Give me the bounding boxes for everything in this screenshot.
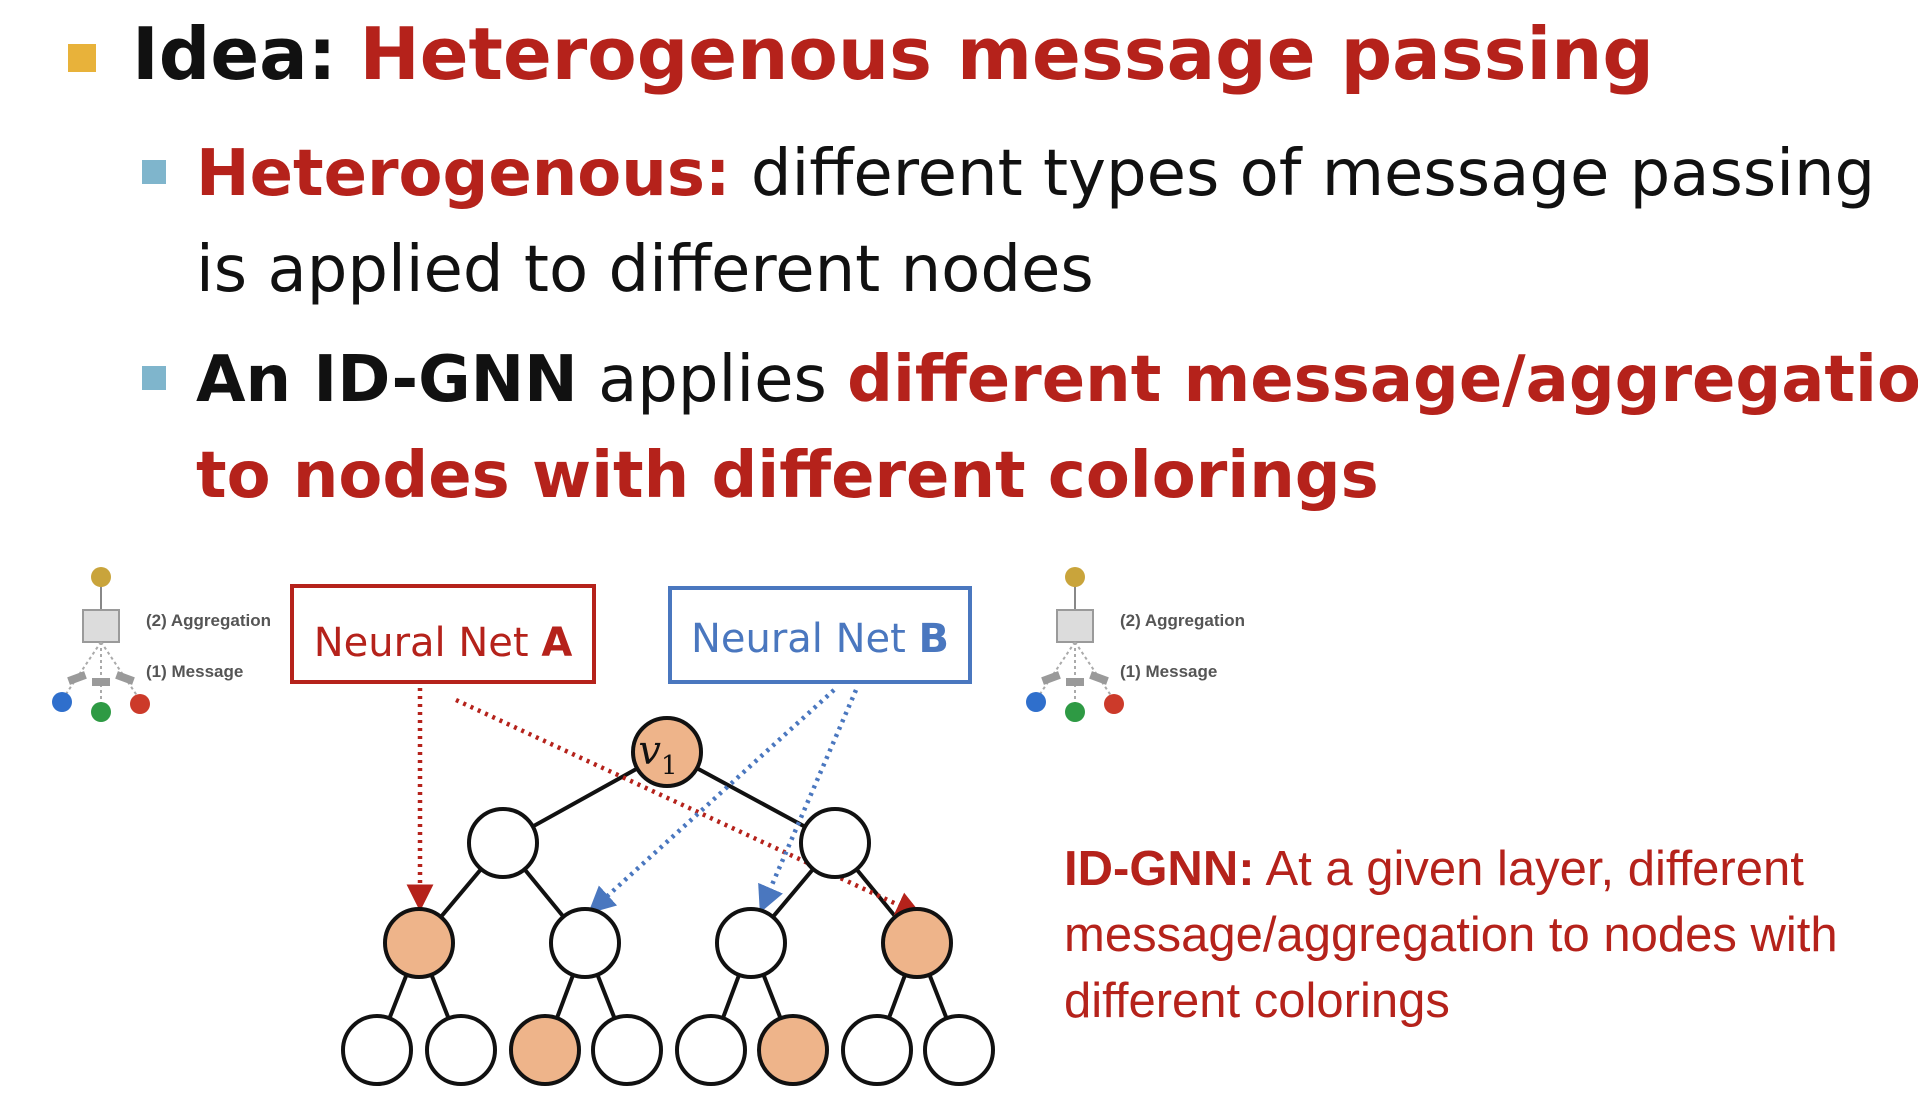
- idea-label: Idea:: [132, 12, 337, 96]
- diagram-caption: ID-GNN: At a given layer, different mess…: [1064, 836, 1914, 1034]
- neural-net-b-label: Neural Net B: [691, 616, 949, 662]
- schematic-left: (2) Aggregation (1) Message: [52, 567, 271, 722]
- bullet-idea: Idea: Heterogenous message passing: [132, 18, 1654, 90]
- schematic-output-dot: [1065, 567, 1085, 587]
- tree-node-colored: [881, 907, 953, 979]
- schematic-message-bar: [1066, 678, 1084, 686]
- schematic-edge: [1074, 641, 1115, 701]
- tree-node: [425, 1014, 497, 1086]
- caption-text: At a given layer, different message/aggr…: [1064, 842, 1838, 1028]
- schematic-edge: [61, 641, 102, 701]
- tree-nodes: [341, 716, 995, 1086]
- bullet-idgnn-line1: An ID-GNN applies different message/aggr…: [196, 348, 1918, 412]
- schematic-aggregation-label: (2) Aggregation: [146, 611, 271, 630]
- schematic-message-label: (1) Message: [1120, 662, 1217, 681]
- tree-node: [715, 907, 787, 979]
- schematic-message-label: (1) Message: [146, 662, 243, 681]
- tree-node-root: [631, 716, 703, 788]
- schematic-edge: [1035, 641, 1076, 701]
- caption-label: ID-GNN:: [1064, 842, 1255, 896]
- bullet-marker-level1: [68, 44, 96, 72]
- heterogenous-text-line2: is applied to different nodes: [196, 233, 1094, 307]
- neural-net-a-label: Neural Net A: [314, 620, 573, 666]
- schematic-input-dot-red: [1104, 694, 1124, 714]
- tree-node: [341, 1014, 413, 1086]
- tree-node: [799, 807, 871, 879]
- schematic-input-dot-blue: [52, 692, 72, 712]
- root-node-label: v1: [638, 728, 677, 781]
- schematic-input-dot-red: [130, 694, 150, 714]
- schematic-edge: [100, 641, 141, 701]
- idea-text: Heterogenous message passing: [359, 12, 1654, 96]
- schematic-message-bar: [1041, 671, 1061, 685]
- tree-node: [549, 907, 621, 979]
- schematic-message-bar: [1089, 671, 1109, 685]
- tree-node: [923, 1014, 995, 1086]
- tree-node-colored: [383, 907, 455, 979]
- schematic-message-bar: [92, 678, 110, 686]
- tree-node: [591, 1014, 663, 1086]
- arrow-b-to-left-plain-node: [588, 688, 836, 914]
- bullet-marker-level2: [142, 366, 166, 390]
- schematic-input-dot-green: [1065, 702, 1085, 722]
- idgnn-mid: applies: [598, 343, 827, 417]
- bullet-marker-level2: [142, 160, 166, 184]
- tree-node: [675, 1014, 747, 1086]
- heterogenous-label: Heterogenous:: [196, 137, 731, 211]
- schematic-message-bar: [67, 671, 87, 685]
- schematic-right: (2) Aggregation (1) Message: [1026, 567, 1245, 722]
- idgnn-text-line1: different message/aggregation: [847, 343, 1918, 417]
- neural-net-a-box: Neural Net A: [290, 584, 596, 684]
- bullet-heterogenous-line1: Heterogenous: different types of message…: [196, 142, 1875, 206]
- tree-node: [467, 807, 539, 879]
- tree-node-colored: [757, 1014, 829, 1086]
- schematic-aggregation-box: [1056, 609, 1094, 643]
- schematic-output-dot: [91, 567, 111, 587]
- tree-node-colored: [509, 1014, 581, 1086]
- tree-node: [841, 1014, 913, 1086]
- schematic-message-bar: [115, 671, 135, 685]
- neural-net-b-box: Neural Net B: [668, 586, 972, 684]
- idgnn-label: An ID-GNN: [196, 343, 578, 417]
- heterogenous-text-line1: different types of message passing: [750, 137, 1876, 211]
- schematic-aggregation-box: [82, 609, 120, 643]
- idgnn-text-line2: to nodes with different colorings: [196, 439, 1379, 513]
- schematic-input-dot-blue: [1026, 692, 1046, 712]
- schematic-aggregation-label: (2) Aggregation: [1120, 611, 1245, 630]
- schematic-input-dot-green: [91, 702, 111, 722]
